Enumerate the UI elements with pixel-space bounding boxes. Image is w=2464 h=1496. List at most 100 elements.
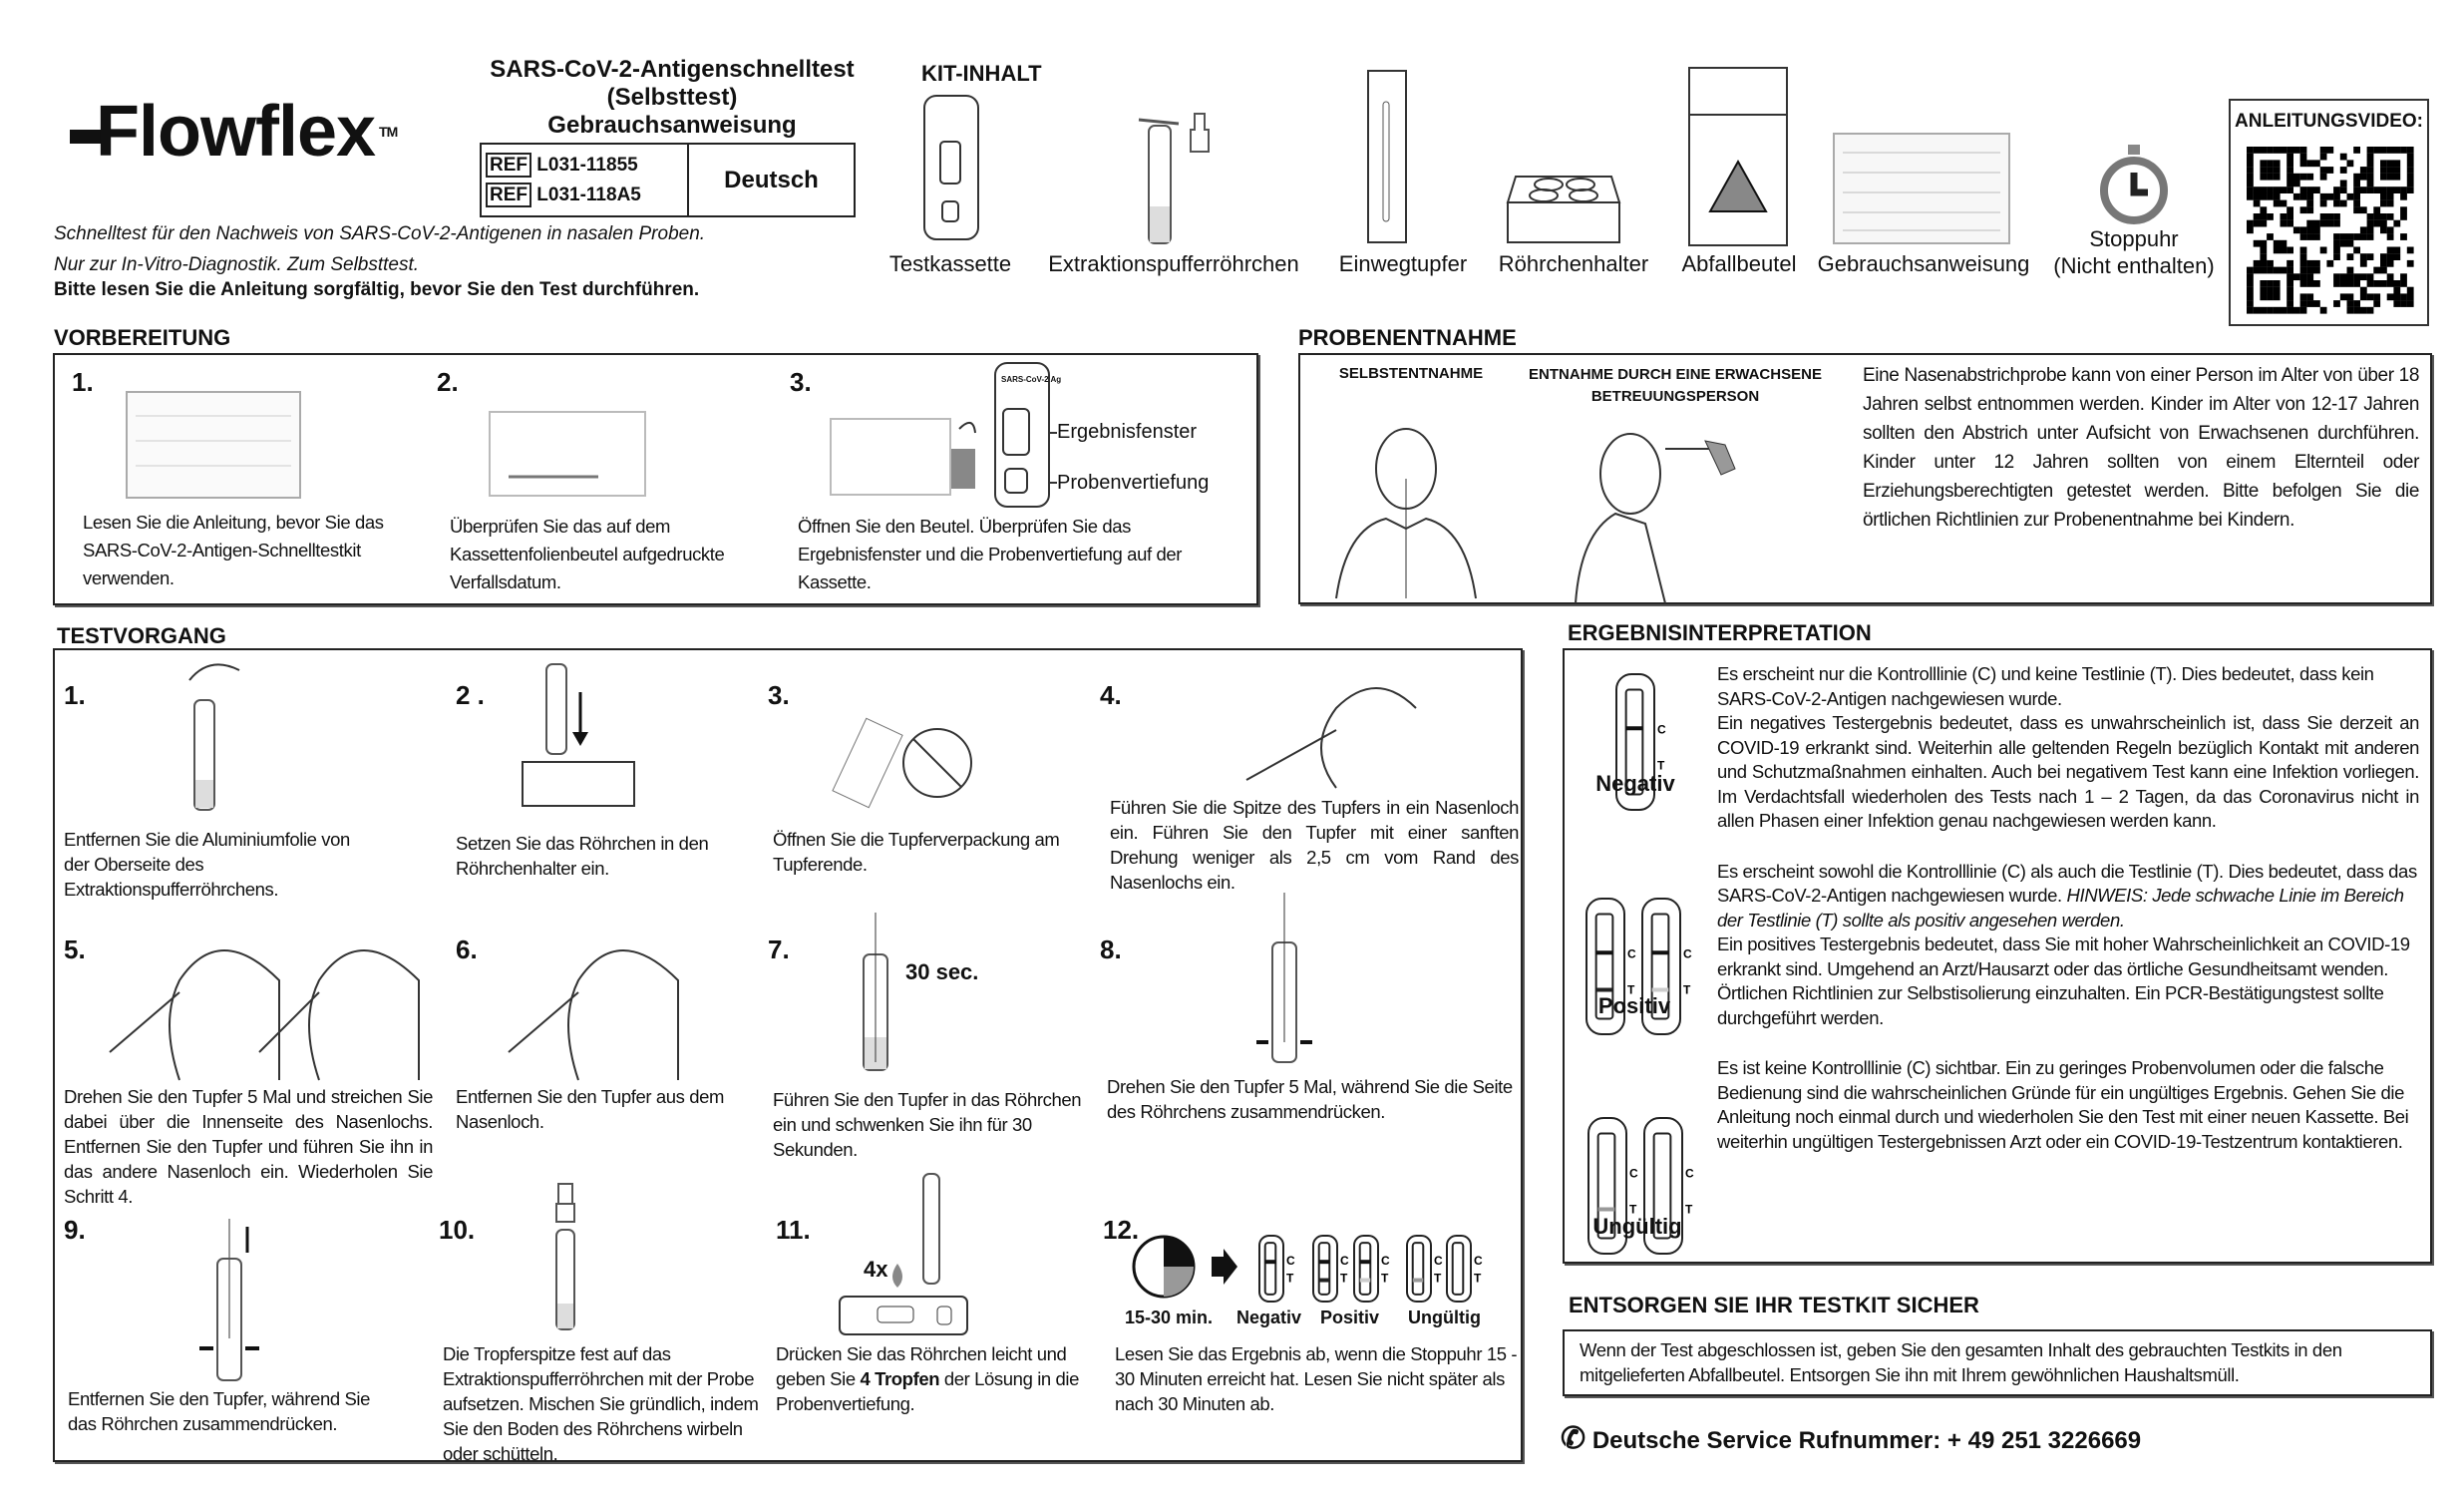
step-number: 11. — [776, 1215, 811, 1245]
positive-cassette-icon: CT — [1312, 1235, 1349, 1303]
foil-pouch-icon — [489, 411, 646, 497]
negative-text-2: Ein negatives Testergebnis bedeutet, das… — [1717, 712, 2419, 831]
procedure-section — [53, 648, 1523, 1462]
sample-well-label: Probenvertiefung — [1057, 472, 1210, 494]
result-label-negative: Negativ — [1236, 1308, 1302, 1327]
c-label: C — [1474, 1254, 1483, 1268]
ref-box: REF L031-11855 REF L031-118A5 Deutsch — [480, 143, 856, 217]
step-text: Drücken Sie das Röhrchen leicht und gebe… — [776, 1341, 1090, 1416]
cassette-label: SARS-CoV-2 Ag — [1001, 375, 1062, 384]
c-label: C — [1434, 1254, 1443, 1268]
kit-item-label: Stoppuhr (Nicht enthalten) — [2053, 226, 2215, 278]
c-label: C — [1627, 947, 1636, 961]
step-text: Lesen Sie das Ergebnis ab, wenn die Stop… — [1115, 1343, 1518, 1414]
results-section — [1563, 648, 2432, 1264]
negative-text-1: Es erscheint nur die Kontrolllinie (C) u… — [1717, 663, 2374, 709]
step-text: Entfernen Sie den Tupfer aus dem Nasenlo… — [456, 1086, 724, 1132]
instructions-thumbnail-icon — [1833, 133, 2010, 244]
result-label-positive: Positiv — [1320, 1308, 1380, 1327]
step-text: Entfernen Sie die Aluminiumfolie von der… — [64, 829, 350, 900]
procedure-title: TESTVORGANG — [57, 623, 226, 648]
step-number: 4. — [1100, 680, 1122, 710]
adult-sampling-person-icon — [1575, 433, 1736, 604]
step-number: 7. — [768, 935, 790, 964]
preparation-section — [53, 353, 1258, 605]
step-number: 1. — [72, 367, 94, 397]
invalid-cassette-icon: CT — [1643, 1117, 1694, 1255]
results-title: ERGEBNISINTERPRETATION — [1568, 620, 1872, 645]
positive-note: HINWEIS: Jede schwache Linie im Bereich … — [1717, 885, 2404, 931]
tube-in-holder-icon — [522, 663, 635, 807]
open-pouch-icon — [830, 418, 976, 496]
preparation-title: VORBEREITUNG — [54, 325, 231, 350]
service-line: ✆ Deutsche Service Rufnummer: + 49 251 3… — [1561, 1421, 2141, 1456]
swab-in-tube-icon — [863, 913, 888, 1071]
timer-label: 15-30 min. — [1125, 1308, 1214, 1327]
waste-bag-icon — [1688, 67, 1788, 246]
negative-label: Negativ — [1595, 771, 1675, 796]
step-text: Drehen Sie den Tupfer 5 Mal, während Sie… — [1107, 1076, 1513, 1122]
ref-code: L031-118A5 — [536, 185, 641, 205]
leaflet-icon — [126, 391, 301, 499]
step-text: Lesen Sie die Anleitung, bevor Sie das S… — [83, 512, 384, 588]
intro-line: Bitte lesen Sie die Anleitung sorgfältig… — [54, 279, 700, 300]
step-text: Setzen Sie das Röhrchen in den Röhrchenh… — [456, 833, 709, 879]
swab-icon — [1367, 70, 1407, 243]
c-label: C — [1683, 947, 1692, 961]
step-number: 12. — [1103, 1215, 1140, 1245]
invalid-cassette-icon: CT — [1406, 1235, 1443, 1303]
step-number: 10. — [439, 1215, 476, 1245]
positive-text-2: Ein positives Testergebnis bedeutet, das… — [1717, 934, 2410, 1028]
buffer-tube-foil-icon — [188, 663, 240, 811]
positive-label: Positiv — [1597, 993, 1671, 1018]
step-number: 8. — [1100, 935, 1122, 964]
step-text-part: Drücken Sie das Röhrchen leicht und gebe… — [776, 1343, 1067, 1389]
positive-cassette-icon: CT — [1353, 1235, 1390, 1303]
phone-icon: ✆ — [1561, 1422, 1586, 1455]
c-label: C — [1381, 1254, 1390, 1268]
sampling-title: PROBENENTNAHME — [1298, 325, 1517, 350]
cassette-diagram-icon — [994, 362, 1057, 508]
step-number: 3. — [768, 680, 790, 710]
language-label: Deutsch — [724, 166, 819, 193]
ref-code: L031-11855 — [536, 155, 638, 176]
open-swab-pack-icon — [832, 717, 972, 809]
timer-30-label: 30 sec. — [905, 959, 979, 984]
step-number: 1. — [64, 680, 86, 710]
step-text: Führen Sie die Spitze des Tupfers in ein… — [1110, 797, 1519, 893]
disposal-title: ENTSORGEN SIE IHR TESTKIT SICHER — [1569, 1293, 1979, 1317]
title-line: (Selbsttest) — [606, 84, 738, 111]
c-label: C — [1340, 1254, 1349, 1268]
positive-cassette-icon: CT — [1585, 898, 1636, 1035]
kit-item-label: Testkassette — [888, 251, 1012, 276]
t-label: T — [1474, 1272, 1482, 1286]
step-text: Öffnen Sie den Beutel. Überprüfen Sie da… — [798, 516, 1182, 592]
video-box[interactable]: ANLEITUNGSVIDEO: — [2229, 99, 2429, 326]
step-text: Überprüfen Sie das auf dem Kassettenfoli… — [450, 516, 725, 592]
t-label: T — [1657, 759, 1665, 773]
doc-title: SARS-CoV-2-Antigenschnelltest (Selbsttes… — [473, 56, 872, 140]
step-text: Drehen Sie den Tupfer 5 Mal und streiche… — [64, 1086, 433, 1207]
step-number: 3. — [790, 367, 812, 397]
result-label-invalid: Ungültig — [1408, 1308, 1481, 1327]
service-text: Deutsche Service Rufnummer: + 49 251 322… — [1591, 1427, 2142, 1454]
swab-remove-head-icon — [508, 949, 679, 1081]
drop-cassette-icon — [839, 1173, 968, 1335]
self-sampling-person-icon — [1335, 428, 1477, 599]
dropper-tip-icon — [555, 1183, 575, 1330]
result-window-label: Ergebnisfenster — [1057, 421, 1198, 443]
qr-code-icon[interactable] — [2247, 147, 2414, 314]
results-text-column: Es erscheint nur die Kontrolllinie (C) u… — [1717, 662, 2419, 1180]
remove-swab-icon — [199, 1219, 259, 1381]
t-label: T — [1685, 1203, 1693, 1217]
kit-item-label: Einwegtupfer — [1338, 251, 1468, 276]
video-label: ANLEITUNGSVIDEO: — [2235, 111, 2423, 132]
kit-item-label: Gebrauchsanweisung — [1817, 251, 2030, 276]
step-number: 6. — [456, 935, 478, 964]
stopwatch-icon — [2100, 145, 2168, 224]
positive-text: Es erscheint sowohl die Kontrolllinie (C… — [1717, 860, 2419, 1031]
kit-item-label: Abfallbeutel — [1681, 251, 1797, 276]
kit-item-label: Extraktionspufferröhrchen — [1048, 251, 1299, 276]
adult-sampling-label: ENTNAHME DURCH EINE ERWACHSENE BETREUUNG… — [1529, 366, 1822, 405]
t-label: T — [1286, 1272, 1294, 1286]
